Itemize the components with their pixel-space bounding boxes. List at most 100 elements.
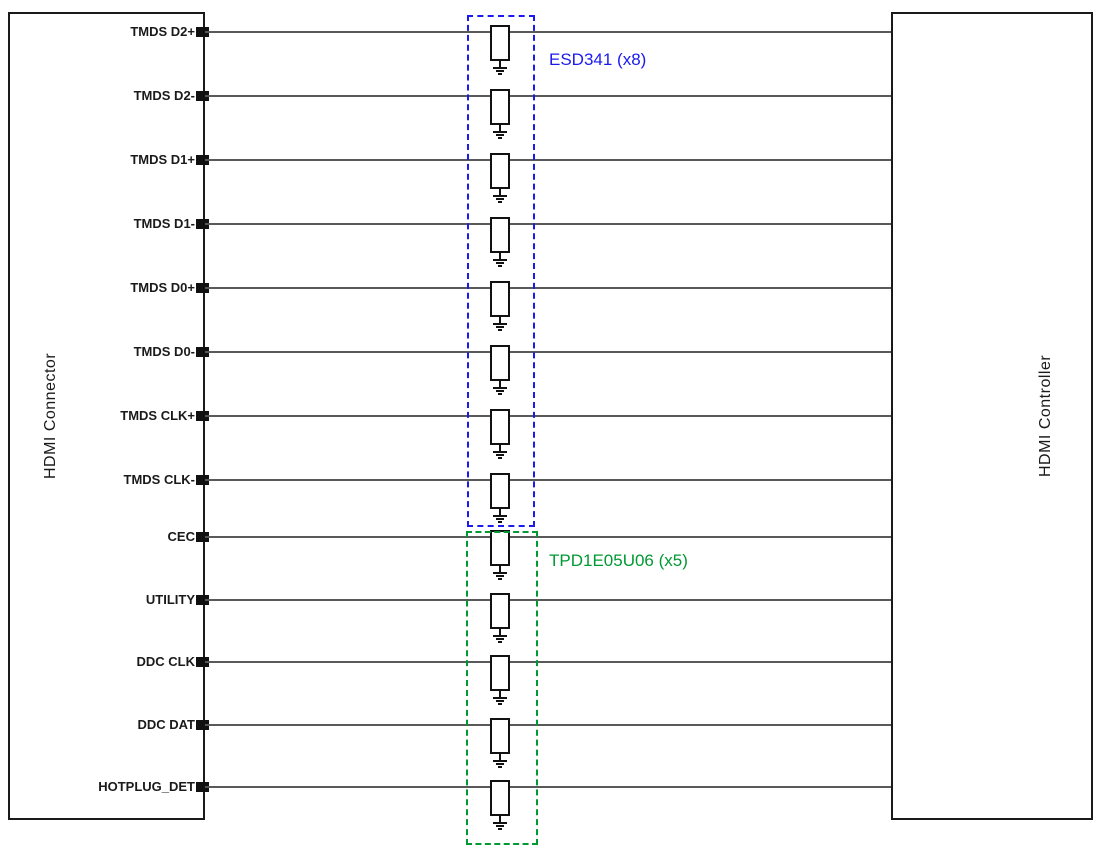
esd-diode-body-tmds-d1-plus <box>490 153 510 189</box>
ground-icon-bar1-tmds-d1-minus <box>493 259 507 261</box>
ground-icon-bar1-tmds-d1-plus <box>493 195 507 197</box>
ground-icon-bar2-tmds-d1-minus <box>496 262 504 264</box>
ground-icon-bar3-tmds-d0-plus <box>498 329 502 331</box>
ground-icon-bar3-tmds-d2-minus <box>498 137 502 139</box>
ground-icon-bar2-tmds-d1-plus <box>496 198 504 200</box>
ground-icon-bar2-tmds-clk-plus <box>496 454 504 456</box>
signal-label-cec: CEC <box>167 529 195 544</box>
ground-icon-bar3-tmds-d0-minus <box>498 393 502 395</box>
signal-wire-tmds-clk-minus <box>205 479 891 481</box>
ground-icon-bar1-ddc-clk <box>493 697 507 699</box>
ground-icon-bar3-ddc-dat <box>498 765 502 768</box>
esd-diode-body-tmds-d1-minus <box>490 217 510 253</box>
esd-diode-body-tmds-clk-minus <box>490 473 510 509</box>
esd341-group-box <box>467 15 535 527</box>
esd-diode-stub-utility <box>499 628 501 635</box>
ground-icon-bar1-hotplug-det <box>493 822 507 824</box>
connector-pin-tmds-d0-minus <box>196 347 209 357</box>
signal-wire-cec <box>205 536 891 538</box>
ground-icon-bar1-tmds-clk-minus <box>493 515 507 517</box>
signal-wire-tmds-clk-plus <box>205 415 891 417</box>
esd-diode-stub-tmds-clk-minus <box>499 509 501 515</box>
ground-icon-bar1-cec <box>493 572 507 574</box>
ground-icon-bar2-cec <box>496 575 504 577</box>
ground-icon-bar2-ddc-clk <box>496 700 504 702</box>
ground-icon-bar3-ddc-clk <box>498 703 502 705</box>
signal-wire-ddc-dat <box>205 723 891 726</box>
signal-label-ddc-clk: DDC CLK <box>136 654 196 669</box>
esd-diode-stub-tmds-clk-plus <box>499 445 501 451</box>
connector-pin-tmds-d2-minus <box>196 91 209 101</box>
hdmi-controller-label: HDMI Controller <box>1037 354 1054 478</box>
esd-diode-stub-tmds-d2-minus <box>499 125 501 131</box>
signal-label-tmds-d0-plus: TMDS D0+ <box>130 280 195 295</box>
signal-label-tmds-d2-plus: TMDS D2+ <box>130 24 195 39</box>
ground-icon-bar2-tmds-d2-minus <box>496 134 504 136</box>
esd-diode-stub-tmds-d0-plus <box>499 317 501 323</box>
signal-label-utility: UTILITY <box>145 591 195 607</box>
hdmi-controller-block: HDMI Controller <box>891 12 1093 820</box>
ground-icon-bar1-utility <box>493 634 507 637</box>
connector-pin-tmds-d0-plus <box>196 283 209 293</box>
signal-label-ddc-dat: DDC DAT <box>137 716 195 732</box>
esd-diode-body-tmds-d0-plus <box>490 281 510 317</box>
ground-icon-bar3-tmds-d1-minus <box>498 265 502 267</box>
esd-diode-stub-ddc-dat <box>499 753 501 760</box>
ground-icon-bar2-utility <box>496 637 504 640</box>
signal-label-tmds-d1-plus: TMDS D1+ <box>130 152 195 167</box>
esd-diode-stub-tmds-d2-plus <box>499 61 501 67</box>
ground-icon-bar2-tmds-d2-plus <box>496 70 504 72</box>
ground-icon-bar1-tmds-d0-minus <box>493 387 507 389</box>
esd-diode-stub-cec <box>499 566 501 572</box>
connector-pin-cec <box>196 532 209 542</box>
signal-label-tmds-clk-plus: TMDS CLK+ <box>120 408 195 423</box>
tpd1e05u06-group-label: TPD1E05U06 (x5) <box>549 551 688 570</box>
signal-wire-ddc-clk <box>205 661 891 663</box>
ground-icon-bar3-hotplug-det <box>498 828 502 830</box>
connector-pin-utility <box>196 594 209 605</box>
ground-icon-bar2-hotplug-det <box>496 825 504 827</box>
esd-diode-stub-hotplug-det <box>499 816 501 822</box>
ground-icon-bar3-tmds-clk-minus <box>498 521 502 523</box>
ground-icon-bar1-ddc-dat <box>493 759 507 762</box>
ground-icon-bar3-tmds-d2-plus <box>498 73 502 75</box>
connector-pin-tmds-d1-plus <box>196 155 209 165</box>
signal-wire-hotplug-det <box>205 786 891 788</box>
ground-icon-bar1-tmds-clk-plus <box>493 451 507 453</box>
ground-icon-bar3-tmds-d1-plus <box>498 201 502 203</box>
connector-pin-tmds-d2-plus <box>196 27 209 37</box>
signal-label-tmds-d0-minus: TMDS D0- <box>133 344 195 359</box>
hdmi-connector-block: HDMI Connector <box>8 12 205 820</box>
connector-pin-tmds-d1-minus <box>196 219 209 229</box>
signal-label-hotplug-det: HOTPLUG_DET <box>98 779 195 794</box>
esd-diode-stub-tmds-d0-minus <box>499 381 501 387</box>
signal-wire-tmds-d2-plus <box>205 31 891 33</box>
esd-diode-body-tmds-d2-minus <box>490 89 510 125</box>
ground-icon-bar1-tmds-d2-plus <box>493 67 507 69</box>
esd-diode-stub-ddc-clk <box>499 691 501 697</box>
esd-diode-stub-tmds-d1-plus <box>499 189 501 195</box>
signal-label-tmds-d2-minus: TMDS D2- <box>133 88 195 103</box>
signal-wire-utility <box>205 598 891 601</box>
esd-diode-body-ddc-clk <box>490 655 510 691</box>
signal-wire-tmds-d1-plus <box>205 159 891 161</box>
connector-pin-hotplug-det <box>196 782 209 792</box>
ground-icon-bar2-ddc-dat <box>496 762 504 765</box>
connector-pin-ddc-dat <box>196 719 209 730</box>
connector-pin-ddc-clk <box>196 657 209 667</box>
ground-icon-bar3-cec <box>498 578 502 580</box>
signal-wire-tmds-d1-minus <box>205 223 891 225</box>
esd-diode-body-tmds-clk-plus <box>490 409 510 445</box>
ground-icon-bar3-utility <box>498 640 502 643</box>
signal-wire-tmds-d0-minus <box>205 351 891 353</box>
ground-icon-bar1-tmds-d2-minus <box>493 131 507 133</box>
ground-icon-bar3-tmds-clk-plus <box>498 457 502 459</box>
esd-diode-stub-tmds-d1-minus <box>499 253 501 259</box>
esd341-group-label: ESD341 (x8) <box>549 50 647 69</box>
ground-icon-bar2-tmds-d0-minus <box>496 390 504 392</box>
esd-diode-body-tmds-d2-plus <box>490 25 510 61</box>
esd-diode-body-tmds-d0-minus <box>490 345 510 381</box>
tpd1e05u06-group-box <box>466 531 538 845</box>
signal-wire-tmds-d0-plus <box>205 287 891 289</box>
